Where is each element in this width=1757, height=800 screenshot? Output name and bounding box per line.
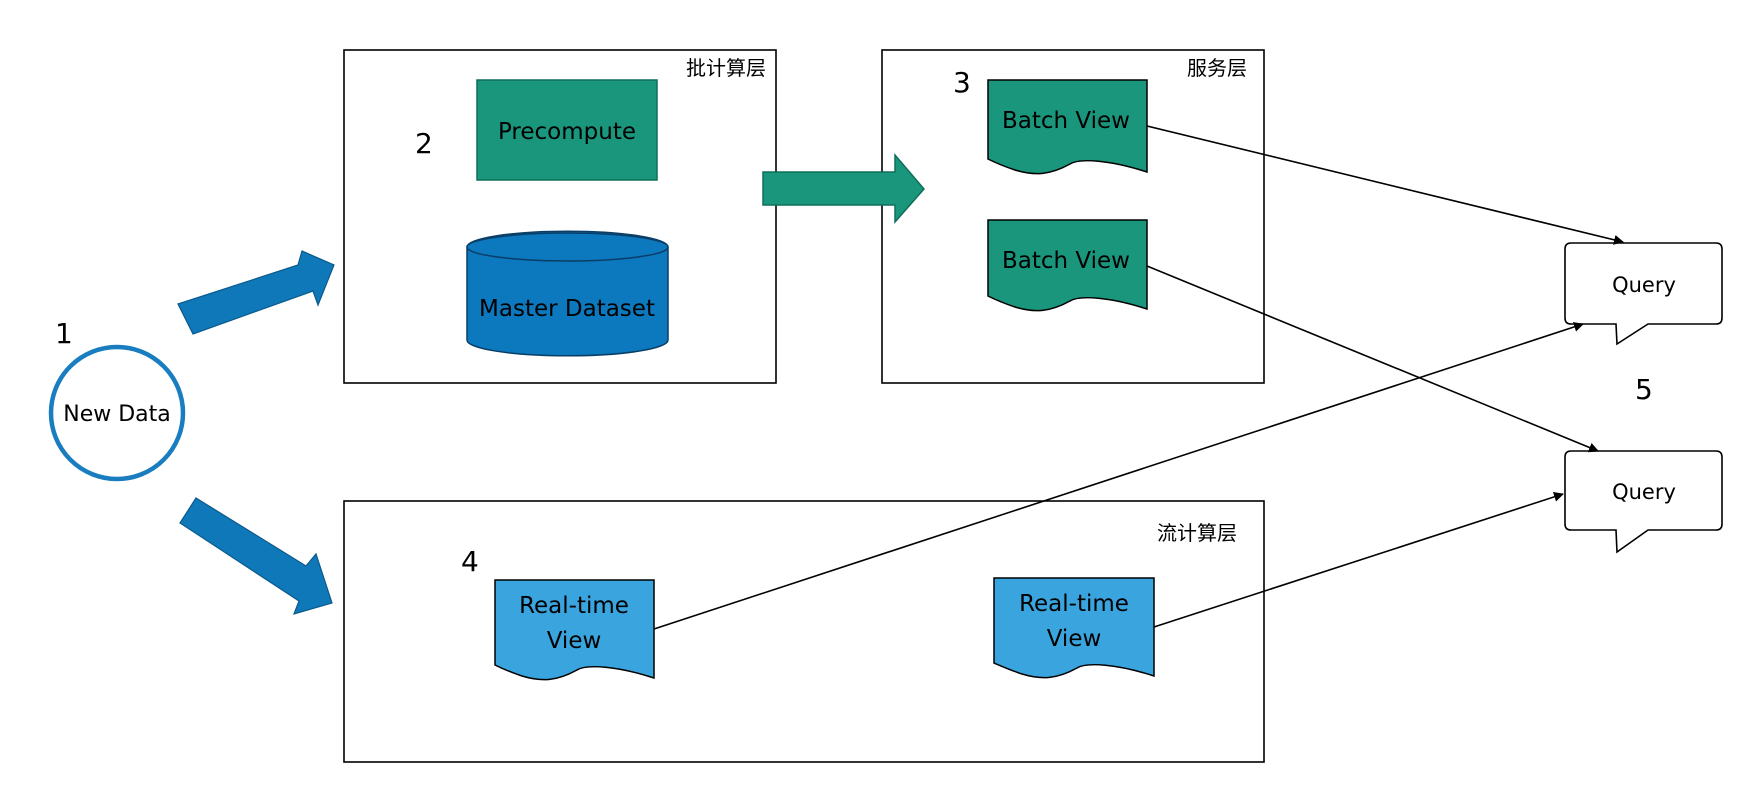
- batch-layer-label: 批计算层: [686, 56, 766, 80]
- realtime-view-2-shape: [993, 577, 1155, 679]
- realtime-view-1-shape: [494, 579, 655, 681]
- query-1-bubble: [1564, 242, 1723, 346]
- connector-batch-view-1-to-query-1: [1146, 125, 1624, 245]
- arrow-to-batch-layer: [177, 250, 335, 335]
- arrow-batch-to-serving: [762, 152, 925, 224]
- step-number-2: 2: [415, 127, 433, 160]
- query-2-label: Query: [1612, 480, 1676, 504]
- batch-view-1-shape: [987, 79, 1148, 175]
- new-data-label: New Data: [63, 402, 171, 427]
- realtime-view-1-label-line2: View: [547, 628, 602, 654]
- master-dataset-cylinder-top: [466, 232, 669, 262]
- connector-batch-view-2-to-query-2: [1146, 265, 1599, 453]
- realtime-view-2-label-line2: View: [1047, 626, 1102, 652]
- realtime-view-1-label-line1: Real-time: [519, 593, 629, 619]
- arrow-to-speed-layer: [179, 497, 333, 615]
- master-dataset-label: Master Dataset: [479, 296, 655, 322]
- step-number-3: 3: [953, 66, 971, 99]
- connector-realtime-view-1-to-query-1: [653, 322, 1584, 630]
- batch-view-1-label: Batch View: [1002, 108, 1130, 134]
- precompute-label: Precompute: [498, 119, 636, 145]
- batch-view-2-shape: [987, 219, 1148, 312]
- step-number-5: 5: [1635, 373, 1653, 406]
- query-1-label: Query: [1612, 273, 1676, 297]
- query-2-bubble: [1564, 450, 1723, 554]
- new-data-circle: [48, 344, 186, 482]
- speed-layer-label: 流计算层: [1157, 521, 1237, 545]
- precompute-box: [476, 79, 658, 181]
- serving-layer-label: 服务层: [1187, 56, 1247, 80]
- realtime-view-2-label-line1: Real-time: [1019, 591, 1129, 617]
- step-number-1: 1: [55, 317, 73, 350]
- master-dataset-cylinder: [466, 230, 669, 357]
- batch-view-2-label: Batch View: [1002, 248, 1130, 274]
- step-number-4: 4: [461, 545, 479, 578]
- connector-realtime-view-2-to-query-2: [1153, 492, 1564, 628]
